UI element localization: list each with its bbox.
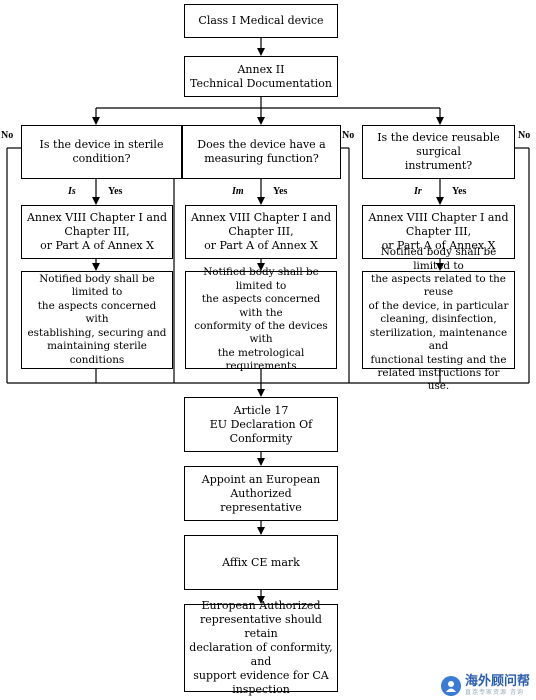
notified-body-measuring-box: Notified body shall be limited to the as… (185, 266, 337, 372)
measuring-question-box: Does the device have a measuring functio… (182, 125, 341, 179)
retain-declaration-box: European Authorized representative shoul… (184, 599, 338, 696)
affix-ce-mark-box: Affix CE mark (184, 535, 338, 590)
annex-viii-box-measuring: Annex VIII Chapter I and Chapter III, or… (185, 205, 337, 259)
sterile-question-box: Is the device in sterile condition? (21, 125, 182, 179)
no-label-measuring: No (342, 130, 355, 141)
no-label-sterile: No (1, 130, 14, 141)
appoint-representative-box: Appoint an European Authorized represent… (184, 466, 338, 521)
article-17-box: Article 17 EU Declaration Of Conformity (184, 397, 338, 452)
yes-label-sterile: Yes (108, 186, 123, 197)
reusable-question-box: Is the device reusable surgical instrume… (362, 125, 515, 179)
notified-body-sterile-box: Notified body shall be limited to the as… (21, 271, 173, 369)
ir-label: Ir (414, 186, 422, 197)
is-label: Is (68, 186, 76, 197)
annex-ii-box: Annex II Technical Documentation (184, 56, 338, 97)
annex-viii-box-sterile: Annex VIII Chapter I and Chapter III, or… (21, 205, 173, 259)
notified-body-reuse-box: Notified body shall be limited to the as… (362, 246, 515, 392)
watermark-logo-icon (440, 675, 461, 696)
watermark-name: 海外顾问帮 (464, 674, 530, 689)
watermark: 海外顾问帮 直连专家资源 咨询 (440, 674, 530, 696)
im-label: Im (232, 186, 244, 197)
annex-viii-box-reusable: Annex VIII Chapter I and Chapter III, or… (362, 205, 515, 259)
watermark-subtitle: 直连专家资源 咨询 (464, 689, 524, 696)
no-label-reusable: No (518, 130, 531, 141)
class-i-device-box: Class I Medical device (184, 4, 338, 38)
yes-label-measuring: Yes (273, 186, 288, 197)
yes-label-reusable: Yes (452, 186, 467, 197)
